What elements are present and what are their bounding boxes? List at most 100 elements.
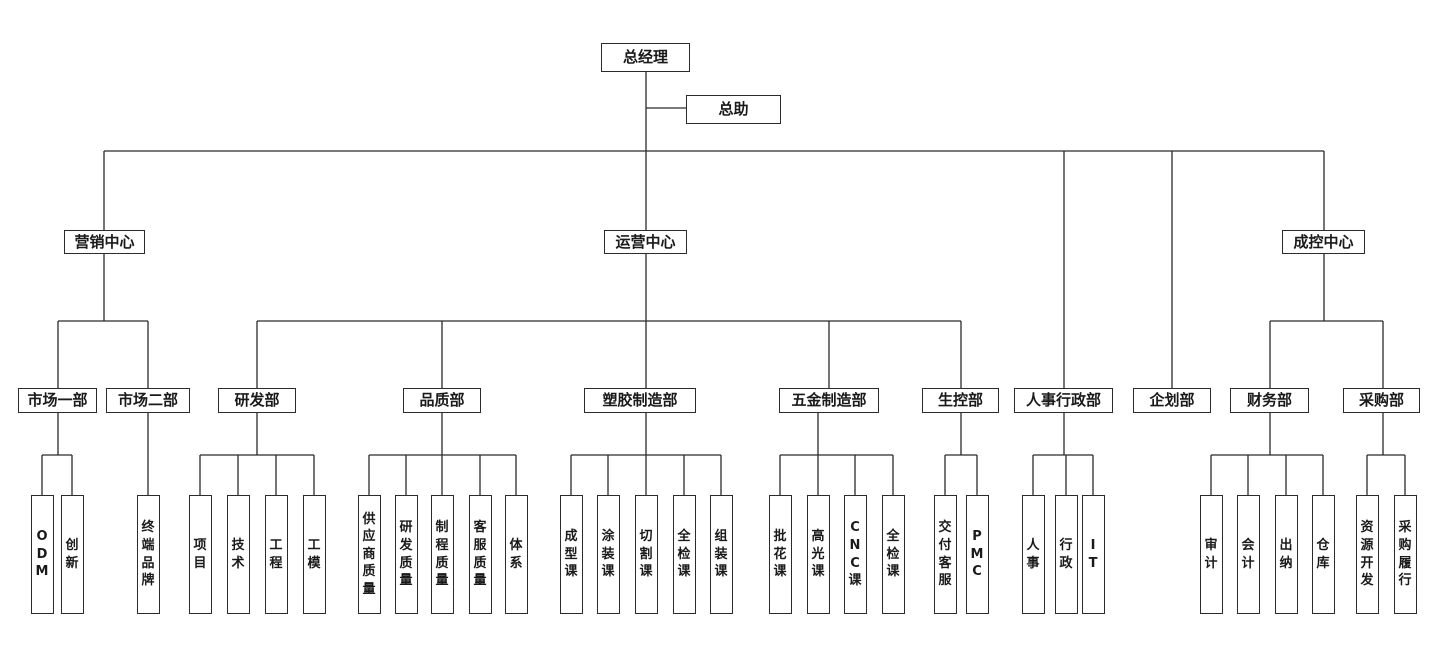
- unit-char: 服: [473, 537, 487, 553]
- unit-char: 检: [677, 546, 691, 562]
- unit-char: T: [1088, 555, 1098, 571]
- unit-char: 制: [435, 520, 449, 536]
- unit-text-column: 批花课: [773, 528, 786, 581]
- unit-quality-0: 供应商质量供应商质量: [357, 495, 381, 614]
- unit-char: 课: [773, 564, 787, 580]
- dept-hardware-box: 五金制造部: [779, 388, 879, 413]
- unit-hardware-3: 全检课全检课: [881, 495, 905, 614]
- unit-char: 课: [639, 564, 653, 580]
- unit-char: 行: [1059, 537, 1073, 553]
- unit-char: 目: [193, 555, 207, 571]
- unit-rd-3: 工模工模: [302, 495, 326, 614]
- unit-text-column: 涂装课: [601, 528, 614, 581]
- unit-char: 发: [1360, 573, 1374, 589]
- unit-text-column: 项目: [193, 537, 206, 572]
- dept-plastic-label: 塑胶制造部: [602, 391, 678, 409]
- unit-production_ctrl-1: PMCPMC: [965, 495, 989, 614]
- unit-rd-0: 项目项目: [188, 495, 212, 614]
- unit-char: 创: [65, 537, 79, 553]
- unit-char: 端: [141, 537, 155, 553]
- unit-char: 装: [714, 546, 728, 562]
- unit-char: M: [35, 564, 49, 580]
- unit-char: O: [36, 529, 48, 545]
- dept-production-ctrl-label: 生控部: [937, 391, 983, 409]
- unit-rd-1: 技术技术: [226, 495, 250, 614]
- unit-hardware-1: 高光课高光课: [806, 495, 830, 614]
- unit-char: 工: [307, 537, 321, 553]
- unit-market1-0: ODMODM: [30, 495, 54, 614]
- unit-char: 检: [886, 546, 900, 562]
- unit-text-column: 仓库: [1316, 537, 1329, 572]
- unit-char: D: [36, 546, 48, 562]
- unit-text-column: 供应商质量: [362, 511, 375, 599]
- unit-text-column: 切割课: [639, 528, 652, 581]
- dept-rd-label: 研发部: [234, 391, 280, 409]
- unit-char: 工: [269, 537, 283, 553]
- unit-char: 技: [231, 537, 245, 553]
- unit-char: 课: [714, 564, 728, 580]
- unit-char: 购: [1398, 537, 1412, 553]
- unit-char: 研: [399, 520, 413, 536]
- unit-char: 客: [473, 520, 487, 536]
- unit-char: 花: [773, 546, 787, 562]
- unit-char: C: [972, 564, 982, 580]
- dept-purchasing-box: 采购部: [1343, 388, 1420, 413]
- unit-char: C: [850, 520, 860, 536]
- unit-char: 商: [362, 546, 376, 562]
- unit-text-column: 制程质量: [435, 519, 448, 589]
- unit-text-column: 工模: [307, 537, 320, 572]
- unit-char: 采: [1398, 520, 1412, 536]
- unit-purchasing-1: 采购履行采购履行: [1393, 495, 1417, 614]
- unit-char: 课: [848, 573, 862, 589]
- unit-char: 发: [399, 537, 413, 553]
- unit-text-column: 工程: [269, 537, 282, 572]
- unit-char: 课: [564, 564, 578, 580]
- unit-char: 源: [1360, 537, 1374, 553]
- unit-plastic-1: 涂装课涂装课: [596, 495, 620, 614]
- unit-char: 量: [362, 581, 376, 597]
- dept-planning-box: 企划部: [1133, 388, 1211, 413]
- unit-hardware-0: 批花课批花课: [768, 495, 792, 614]
- unit-finance-2: 出纳出纳: [1274, 495, 1298, 614]
- unit-char: N: [849, 537, 861, 553]
- unit-text-column: 创新: [65, 537, 78, 572]
- operations-center-label: 运营中心: [615, 232, 676, 251]
- unit-char: 项: [193, 537, 207, 553]
- unit-char: 库: [1316, 555, 1330, 571]
- unit-text-column: 全检课: [886, 528, 899, 581]
- unit-text-column: 体系: [509, 537, 522, 572]
- unit-char: 课: [677, 564, 691, 580]
- dept-production-ctrl-box: 生控部: [922, 388, 999, 413]
- unit-char: 计: [1204, 555, 1218, 571]
- unit-char: 出: [1279, 537, 1293, 553]
- unit-char: 履: [1398, 555, 1412, 571]
- unit-text-column: 技术: [231, 537, 244, 572]
- unit-char: 审: [1204, 537, 1218, 553]
- unit-char: 服: [938, 573, 952, 589]
- cost-control-center-label: 成控中心: [1293, 232, 1354, 251]
- assistant-label: 总助: [718, 100, 749, 118]
- unit-char: P: [972, 529, 982, 545]
- unit-production_ctrl-0: 交付客服交付客服: [933, 495, 957, 614]
- unit-text-column: 出纳: [1279, 537, 1292, 572]
- unit-char: 量: [399, 573, 413, 589]
- unit-hr_admin-2: ITIT: [1081, 495, 1105, 614]
- dept-hardware-label: 五金制造部: [791, 391, 867, 409]
- unit-char: 交: [938, 520, 952, 536]
- unit-text-column: 交付客服: [938, 519, 951, 589]
- dept-market1-box: 市场一部: [18, 388, 97, 413]
- unit-text-column: 全检课: [677, 528, 690, 581]
- unit-char: 程: [435, 537, 449, 553]
- dept-purchasing-label: 采购部: [1358, 391, 1404, 409]
- cost-control-center-box: 成控中心: [1282, 230, 1365, 254]
- unit-plastic-2: 切割课切割课: [634, 495, 658, 614]
- dept-market1-label: 市场一部: [27, 391, 88, 409]
- unit-char: 量: [473, 573, 487, 589]
- unit-char: 事: [1026, 555, 1040, 571]
- unit-text-column: 资源开发: [1360, 519, 1373, 589]
- dept-market2-box: 市场二部: [106, 388, 190, 413]
- unit-char: 量: [435, 573, 449, 589]
- unit-char: 资: [1360, 520, 1374, 536]
- unit-char: 光: [811, 546, 825, 562]
